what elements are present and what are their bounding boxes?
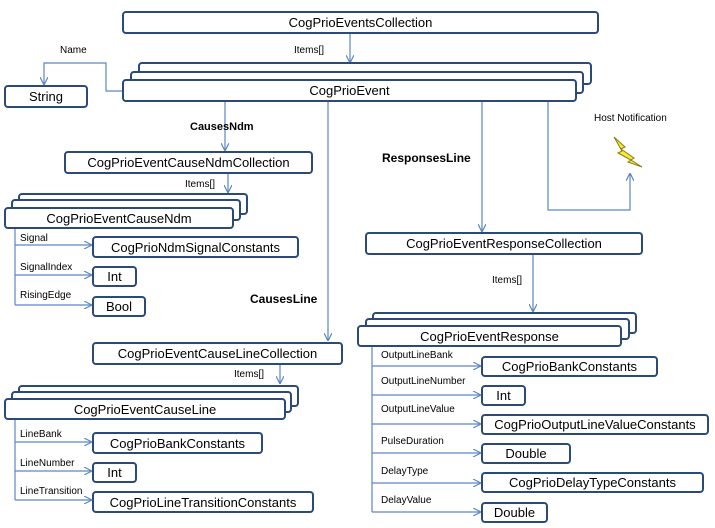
label-name: Name	[60, 45, 87, 56]
node-int-output-line-number: Int	[481, 385, 526, 406]
node-event: CogPrioEvent	[122, 79, 577, 102]
node-bool-rising-edge: Bool	[92, 296, 146, 317]
node-bank-constants-response: CogPrioBankConstants	[481, 356, 658, 377]
node-double-pulse-duration: Double	[481, 443, 571, 464]
node-cause-ndm-collection: CogPrioEventCauseNdmCollection	[64, 151, 313, 174]
node-double-delay-value: Double	[481, 502, 548, 523]
node-ndm-signal-constants: CogPrioNdmSignalConstants	[92, 236, 299, 258]
edge-name	[44, 62, 124, 92]
node-bank-constants-line: CogPrioBankConstants	[92, 432, 263, 454]
node-string: String	[4, 85, 88, 108]
node-cause-line-collection: CogPrioEventCauseLineCollection	[92, 342, 343, 365]
label-output-line-bank: OutputLineBank	[381, 350, 453, 361]
node-events-collection: CogPrioEventsCollection	[122, 11, 599, 34]
label-items-line: Items[]	[234, 369, 265, 380]
node-delay-type-constants: CogPrioDelayTypeConstants	[481, 472, 704, 493]
node-line-transition-constants: CogPrioLineTransitionConstants	[92, 491, 314, 513]
label-signal: Signal	[20, 233, 48, 244]
label-responses-line: ResponsesLine	[382, 151, 471, 165]
label-items-ndm: Items[]	[185, 179, 216, 190]
label-delay-type: DelayType	[381, 466, 429, 477]
node-int-signal-index: Int	[92, 266, 137, 287]
label-items-events: Items[]	[294, 45, 325, 56]
label-output-line-value: OutputLineValue	[381, 404, 455, 415]
label-line-transition: LineTransition	[20, 486, 83, 497]
label-causes-line: CausesLine	[250, 292, 318, 306]
node-cause-ndm: CogPrioEventCauseNdm	[4, 207, 234, 229]
label-host-notification: Host Notification	[594, 113, 667, 124]
label-causes-ndm: CausesNdm	[190, 121, 254, 133]
lightning-bolt-icon	[613, 136, 643, 168]
label-pulse-duration: PulseDuration	[381, 436, 444, 447]
label-items-response: Items[]	[492, 275, 523, 286]
node-cause-line: CogPrioEventCauseLine	[4, 398, 286, 420]
node-response: CogPrioEventResponse	[357, 325, 622, 347]
node-output-line-value-constants: CogPrioOutputLineValueConstants	[481, 414, 709, 435]
label-rising-edge: RisingEdge	[20, 290, 72, 301]
label-signal-index: SignalIndex	[20, 262, 73, 273]
label-delay-value: DelayValue	[381, 495, 432, 506]
label-output-line-number: OutputLineNumber	[381, 376, 466, 387]
label-line-number: LineNumber	[20, 458, 75, 469]
node-response-collection: CogPrioEventResponseCollection	[365, 232, 643, 255]
node-int-line-number: Int	[92, 462, 137, 483]
edge-host-notification	[547, 102, 630, 211]
label-line-bank: LineBank	[20, 429, 62, 440]
